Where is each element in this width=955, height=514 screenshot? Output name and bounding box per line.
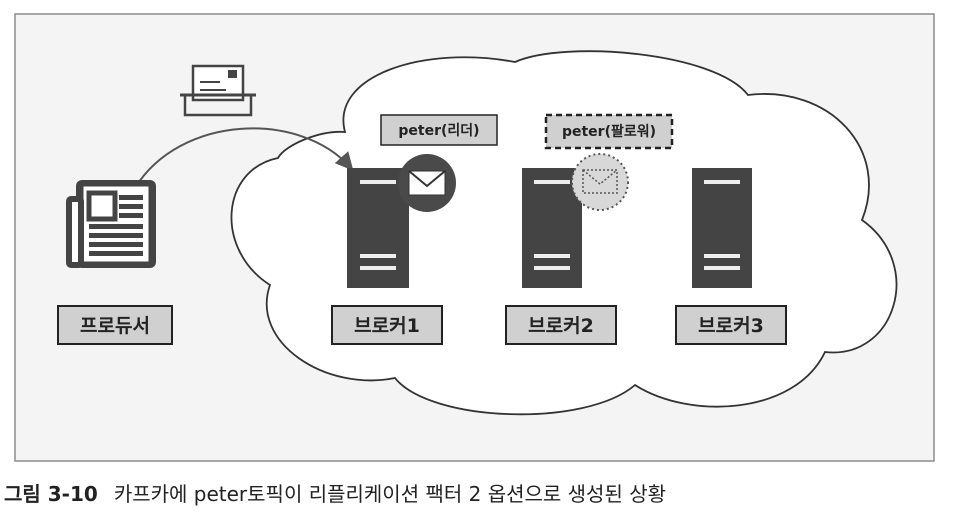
broker3-label: 브로커3: [675, 305, 787, 345]
leader-topic-tag-text: peter(리더): [398, 123, 479, 139]
broker2-label-text: 브로커2: [528, 315, 594, 337]
follower-topic-tag: peter(팔로워): [544, 113, 674, 150]
producer-label: 프로듀서: [57, 305, 173, 345]
envelope-icon: [571, 153, 629, 211]
broker3-label-text: 브로커3: [698, 315, 764, 337]
mailbox-icon: [180, 64, 256, 117]
caption-text: 카프카에 peter토픽이 리플리케이션 팩터 2 옵션으로 생성된 상황: [113, 482, 667, 506]
newspaper-icon: [66, 180, 156, 268]
follower-topic-tag-text: peter(팔로워): [562, 123, 656, 140]
figure-number: 그림 3-10: [4, 482, 98, 506]
producer-label-text: 프로듀서: [80, 315, 150, 337]
produce-arrow: [134, 127, 354, 189]
server-icon: [692, 168, 752, 288]
broker2-label: 브로커2: [505, 305, 617, 345]
envelope-icon: [398, 154, 456, 212]
broker1-label: 브로커1: [331, 305, 443, 345]
figure-caption: 그림 3-10 카프카에 peter토픽이 리플리케이션 팩터 2 옵션으로 생성…: [4, 478, 666, 508]
leader-topic-tag: peter(리더): [380, 114, 498, 146]
broker1-label-text: 브로커1: [354, 315, 420, 337]
